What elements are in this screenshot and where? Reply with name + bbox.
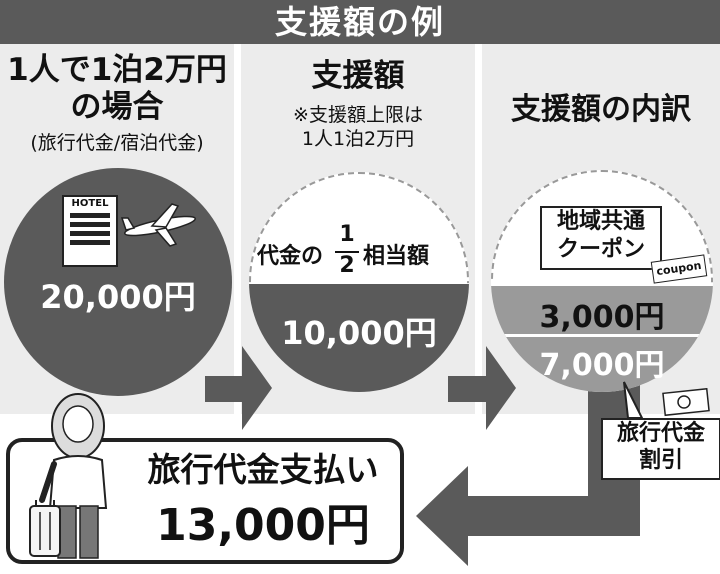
fraction-suffix: 相当額 <box>363 244 430 269</box>
discount-label-line1: 旅行代金 <box>616 421 705 446</box>
arrow-3-to-result <box>416 372 640 566</box>
fraction-numerator: 1 <box>339 222 355 247</box>
column-3-heading: 支援額の内訳 <box>511 92 691 127</box>
fraction-denominator: 2 <box>339 253 355 278</box>
column-1-subtitle: (旅行代金/宿泊代金) <box>30 132 204 154</box>
fraction-prefix: 代金の <box>257 244 324 269</box>
column-1-heading-line1: 1人で1泊2万円 <box>7 52 227 88</box>
result-amount: 13,000円 <box>156 500 370 551</box>
fraction-bar <box>335 251 359 253</box>
column-2-heading: 支援額 <box>311 58 405 94</box>
coupon-amount: 3,000円 <box>539 300 665 335</box>
airplane-icon <box>120 203 196 247</box>
column-1-heading: 1人で1泊2万円 の場合 <box>0 52 234 126</box>
coupon-label: 地域共通 クーポン <box>540 206 662 270</box>
support-circle-fill <box>249 284 469 392</box>
discount-amount: 7,000円 <box>539 348 665 383</box>
yen-note-icon <box>662 388 710 417</box>
column-1-heading-line2: の場合 <box>70 89 164 126</box>
hotel-icon: HOTEL <box>62 195 118 267</box>
column-2-note-line1: ※支援額上限は <box>293 104 423 126</box>
column-2-note: ※支援額上限は 1人1泊2万円 <box>241 104 475 152</box>
coupon-label-line2: クーポン <box>556 237 645 262</box>
discount-label-line2: 割引 <box>638 448 683 473</box>
diagram-title: 支援額の例 <box>0 0 720 44</box>
support-amount: 10,000円 <box>281 314 437 352</box>
total-cost-amount: 20,000円 <box>40 278 196 316</box>
coupon-label-line1: 地域共通 <box>556 209 645 234</box>
traveler-icon <box>29 393 108 559</box>
hotel-sign: HOTEL <box>71 198 109 209</box>
discount-label: 旅行代金 割引 <box>601 418 720 480</box>
fraction-label: 代金の 1 2 相当額 <box>255 222 465 280</box>
result-label: 旅行代金支払い <box>147 450 379 489</box>
coupon-band <box>491 286 713 336</box>
total-cost-circle <box>4 168 232 396</box>
band-divider <box>491 334 713 337</box>
discount-band <box>491 336 713 392</box>
column-2-note-line2: 1人1泊2万円 <box>301 127 415 150</box>
discount-label-pointer <box>623 381 644 419</box>
